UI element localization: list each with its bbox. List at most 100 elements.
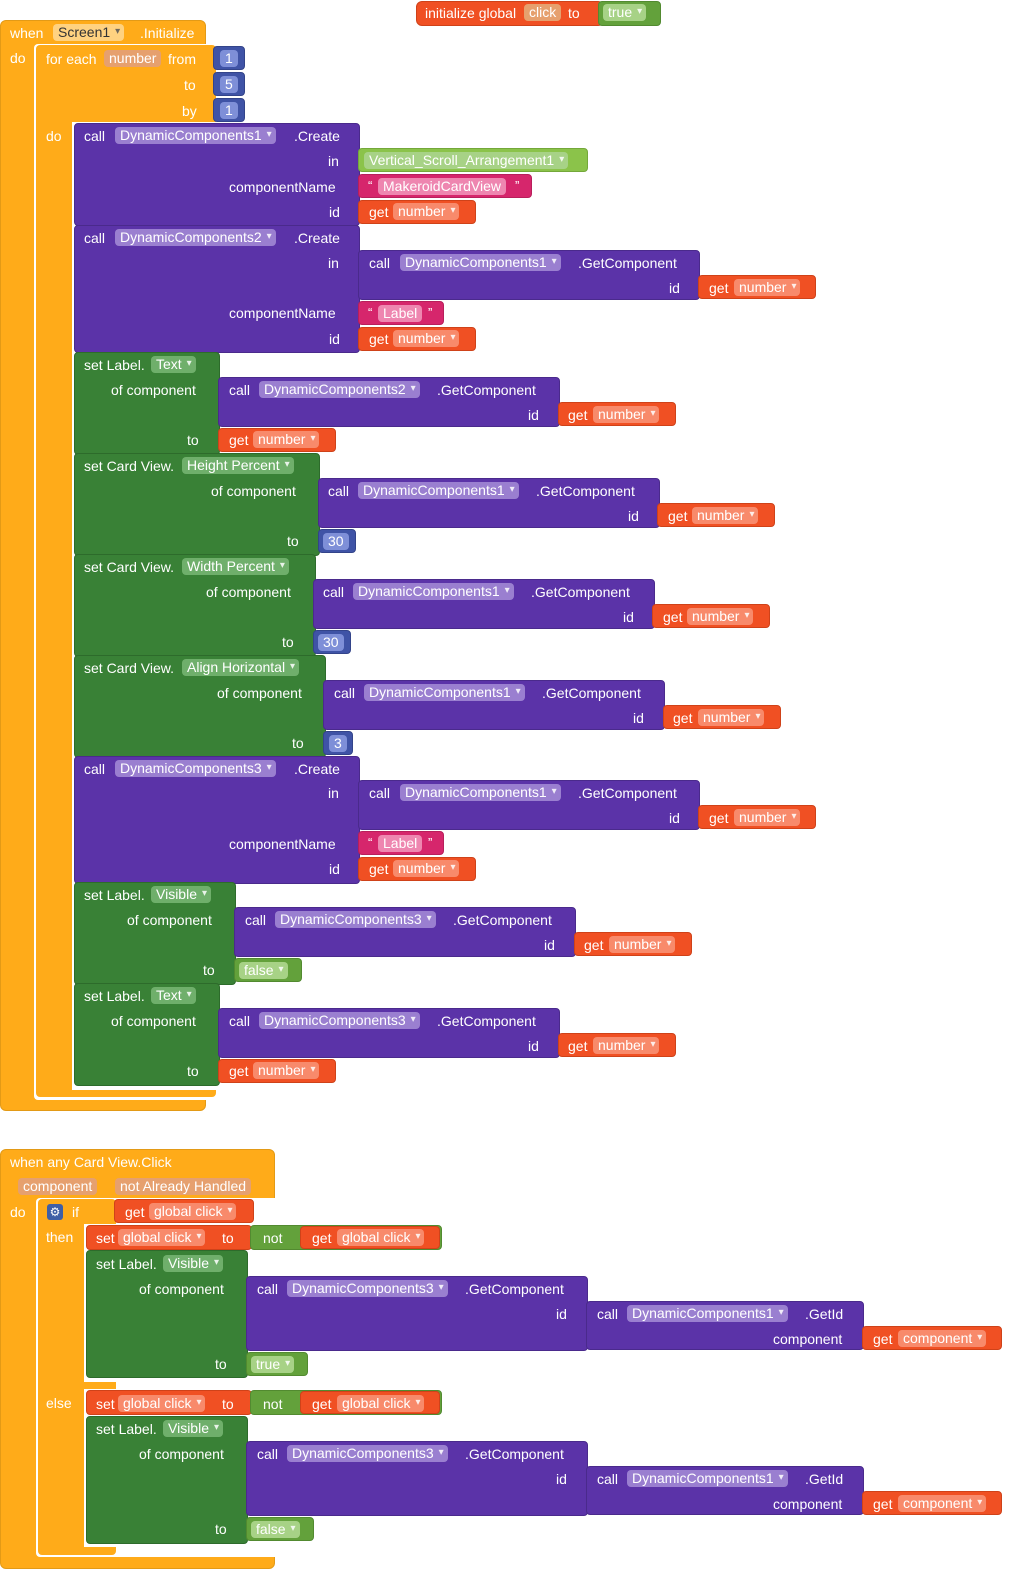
- to-number[interactable]: 5: [220, 76, 238, 93]
- dc3-dropdown[interactable]: DynamicComponents3: [287, 1445, 448, 1462]
- component-name-label: componentName: [229, 305, 336, 321]
- prop-visible-dropdown[interactable]: Visible: [163, 1255, 223, 1272]
- getid-label: .GetId: [805, 1306, 844, 1322]
- set-global-click-dropdown[interactable]: global click: [118, 1395, 206, 1412]
- prop-text-dropdown[interactable]: Text: [151, 987, 196, 1004]
- prop-width-dropdown[interactable]: Width Percent: [182, 558, 289, 575]
- set-label-label: set Label.: [96, 1421, 157, 1437]
- get-number-dropdown[interactable]: number: [734, 809, 801, 826]
- dc1-dropdown[interactable]: DynamicComponents1: [358, 482, 519, 499]
- screen1-dropdown[interactable]: Screen1: [53, 24, 125, 41]
- dc3-dropdown[interactable]: DynamicComponents3: [259, 1012, 420, 1029]
- dc1-dropdown[interactable]: DynamicComponents1: [627, 1305, 788, 1322]
- prop-visible-dropdown[interactable]: Visible: [163, 1420, 223, 1437]
- else-label: else: [46, 1395, 72, 1411]
- dc1-dropdown[interactable]: DynamicComponents1: [627, 1470, 788, 1487]
- call-label: call: [245, 912, 267, 928]
- dc2-dropdown[interactable]: DynamicComponents2: [115, 229, 276, 246]
- true-dropdown[interactable]: true: [603, 4, 647, 21]
- set-label-label: set Label.: [84, 988, 145, 1004]
- get-number-dropdown[interactable]: number: [692, 507, 759, 524]
- get-label: get: [312, 1230, 332, 1246]
- in-label: in: [328, 255, 339, 271]
- get-number-dropdown[interactable]: number: [609, 936, 676, 953]
- get-number-dropdown[interactable]: number: [393, 203, 460, 220]
- makeroid-text[interactable]: MakeroidCardView: [378, 178, 507, 195]
- id-label: id: [669, 280, 680, 296]
- global-var-name[interactable]: click: [524, 4, 562, 21]
- dc2-dropdown[interactable]: DynamicComponents2: [259, 381, 420, 398]
- number-30[interactable]: 30: [318, 634, 344, 651]
- false-dropdown[interactable]: false: [239, 962, 288, 979]
- dc1-dropdown[interactable]: DynamicComponents1: [364, 684, 525, 701]
- for-each-var[interactable]: number: [104, 50, 162, 67]
- getcomponent-label: .GetComponent: [465, 1446, 564, 1462]
- param-not-already-handled[interactable]: not Already Handled: [115, 1178, 252, 1195]
- initialize-event-label: .Initialize: [140, 25, 195, 41]
- getid-label: .GetId: [805, 1471, 844, 1487]
- true-dropdown[interactable]: true: [251, 1356, 295, 1373]
- get-number-dropdown[interactable]: number: [393, 330, 460, 347]
- initialize-global-block[interactable]: [416, 1, 604, 26]
- get-number-dropdown[interactable]: number: [253, 1062, 320, 1079]
- number-3[interactable]: 3: [329, 735, 347, 752]
- initialize-to-label: to: [568, 5, 580, 21]
- get-global-click-dropdown[interactable]: global click: [337, 1395, 425, 1412]
- get-label: get: [125, 1204, 145, 1220]
- set-label-visible-false-block[interactable]: [86, 1416, 248, 1544]
- prop-visible-dropdown[interactable]: Visible: [151, 886, 211, 903]
- get-number-dropdown[interactable]: number: [393, 860, 460, 877]
- vsa-dropdown[interactable]: Vertical_Scroll_Arrangement1: [364, 152, 569, 169]
- to-label: to: [187, 432, 199, 448]
- dc1-dropdown[interactable]: DynamicComponents1: [353, 583, 514, 600]
- prop-align-dropdown[interactable]: Align Horizontal: [182, 659, 300, 676]
- by-number[interactable]: 1: [220, 102, 238, 119]
- get-global-click-dropdown[interactable]: global click: [149, 1203, 237, 1220]
- create-label: .Create: [294, 128, 340, 144]
- get-label: get: [369, 204, 389, 220]
- prop-text-dropdown[interactable]: Text: [151, 356, 196, 373]
- label-text[interactable]: Label: [378, 835, 423, 852]
- get-label: get: [668, 508, 688, 524]
- get-number-dropdown[interactable]: number: [593, 1037, 660, 1054]
- get-number-dropdown[interactable]: number: [698, 709, 765, 726]
- call-label: call: [257, 1446, 279, 1462]
- of-component-label: of component: [111, 382, 196, 398]
- set-card-label: set Card View.: [84, 458, 175, 474]
- get-label: get: [873, 1331, 893, 1347]
- of-component-label: of component: [217, 685, 302, 701]
- dc3-dropdown[interactable]: DynamicComponents3: [275, 911, 436, 928]
- from-number[interactable]: 1: [220, 50, 238, 67]
- get-component-dropdown[interactable]: component: [898, 1330, 987, 1347]
- dc3-dropdown[interactable]: DynamicComponents3: [115, 760, 276, 777]
- get-number-dropdown[interactable]: number: [593, 406, 660, 423]
- number-30[interactable]: 30: [323, 533, 349, 550]
- set-global-click-dropdown[interactable]: global click: [118, 1229, 206, 1246]
- call-label: call: [597, 1306, 619, 1322]
- mutator-gear-icon[interactable]: ⚙: [47, 1204, 63, 1220]
- get-label: get: [229, 432, 249, 448]
- id-label: id: [329, 861, 340, 877]
- get-number-dropdown[interactable]: number: [734, 279, 801, 296]
- false-dropdown[interactable]: false: [251, 1521, 300, 1538]
- set-label: set: [96, 1230, 115, 1246]
- dc1-dropdown[interactable]: DynamicComponents1: [400, 254, 561, 271]
- param-component[interactable]: component: [18, 1178, 98, 1195]
- dc3-dropdown[interactable]: DynamicComponents3: [287, 1280, 448, 1297]
- then-label: then: [46, 1229, 74, 1245]
- get-label: get: [584, 937, 604, 953]
- set-label-label: set Label.: [84, 357, 145, 373]
- create-label: .Create: [294, 761, 340, 777]
- prop-height-dropdown[interactable]: Height Percent: [182, 457, 294, 474]
- get-component-dropdown[interactable]: component: [898, 1495, 987, 1512]
- by-label: by: [182, 103, 197, 119]
- get-global-click-dropdown[interactable]: global click: [337, 1229, 425, 1246]
- of-component-label: of component: [211, 483, 296, 499]
- dc1-dropdown[interactable]: DynamicComponents1: [400, 784, 561, 801]
- call-label: call: [369, 785, 391, 801]
- quote-open: “: [368, 835, 373, 850]
- get-number-dropdown[interactable]: number: [253, 431, 320, 448]
- dc1-dropdown[interactable]: DynamicComponents1: [115, 127, 276, 144]
- get-number-dropdown[interactable]: number: [687, 608, 754, 625]
- label-text[interactable]: Label: [378, 305, 423, 322]
